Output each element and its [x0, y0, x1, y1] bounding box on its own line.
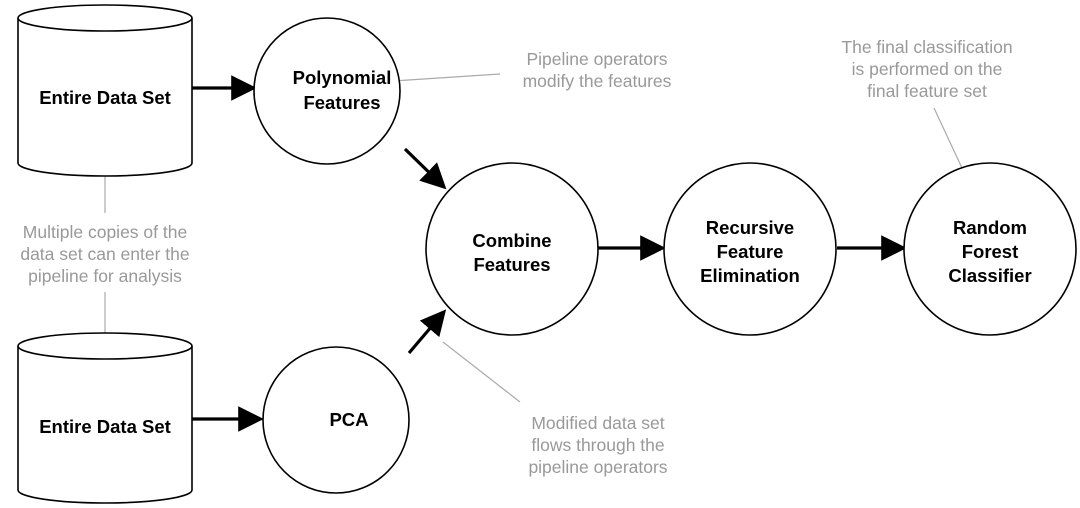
dataset-top-label-line: Entire Data Set [39, 87, 171, 108]
leader-final [933, 107, 963, 169]
annotation-flow-line: pipeline operators [528, 457, 667, 477]
arrow-polynomial-to-combine [403, 147, 447, 190]
recursive-feature-elimination-label-line: Recursive [706, 217, 794, 238]
leader-flow [442, 341, 521, 403]
random-forest-classifier-label-line: Random [953, 217, 1027, 238]
combine-features-label-line: Features [473, 254, 550, 275]
dataset-top-cylinder: Entire Data Set [17, 4, 193, 177]
annotation-copies-line: Multiple copies of the [23, 222, 187, 242]
recursive-feature-elimination-label-line: Feature [717, 241, 784, 262]
dataset-bottom-label: Entire Data Set [39, 416, 171, 437]
dataset-top-label: Entire Data Set [39, 87, 171, 108]
annotation-operators-line: Pipeline operators [526, 49, 667, 69]
annotation-final-line: is performed on the [852, 59, 1003, 79]
polynomial-features-label-line: Features [303, 92, 380, 113]
annotation-final-line: The final classification [841, 37, 1012, 57]
annotation-operators-line: modify the features [523, 71, 672, 91]
dataset-bottom-cylinder: Entire Data Set [17, 332, 193, 504]
random-forest-classifier-label-line: Forest [962, 241, 1019, 262]
annotation-flow-line: flows through the [531, 435, 664, 455]
annotation-copies-line: data set can enter the [20, 244, 189, 264]
random-forest-classifier-label-line: Classifier [948, 265, 1031, 286]
dataset-bottom-label-line: Entire Data Set [39, 416, 171, 437]
pca-label-line: PCA [329, 409, 368, 430]
arrow-pca-to-combine [407, 309, 447, 355]
annotation-copies-line: pipeline for analysis [28, 266, 182, 286]
combine-features-label-line: Combine [472, 230, 551, 251]
annotation-flow-line: Modified data set [531, 413, 664, 433]
leader-operators [392, 73, 501, 82]
annotation-final-line: final feature set [867, 81, 987, 101]
recursive-feature-elimination-label-line: Elimination [700, 265, 800, 286]
polynomial-features-label-line: Polynomial [293, 67, 392, 88]
pca-label: PCA [329, 409, 368, 430]
pca-node: PCA [262, 346, 410, 494]
